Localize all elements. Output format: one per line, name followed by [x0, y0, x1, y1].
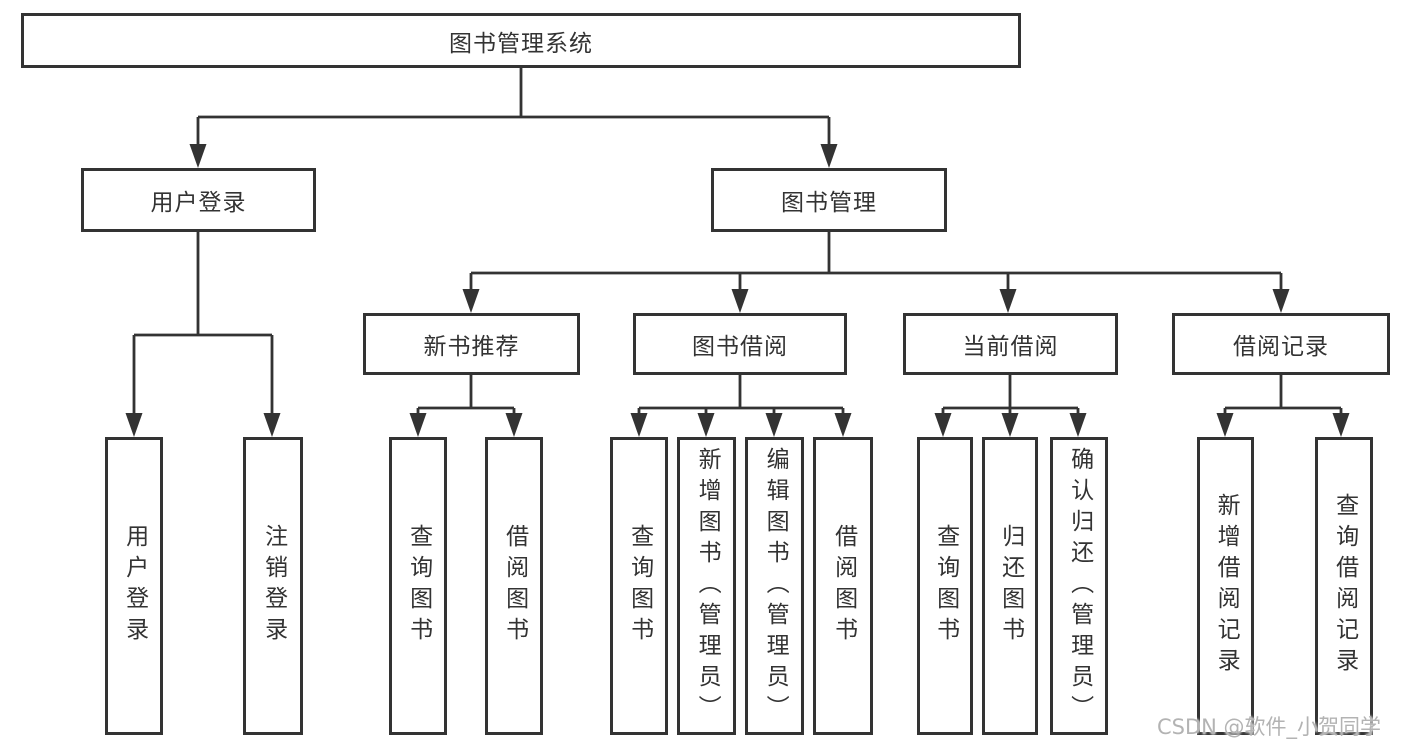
arrowhead	[820, 144, 838, 168]
leaf-return-books: 归还图书	[982, 437, 1038, 735]
node-book-management: 图书管理	[711, 168, 947, 232]
node-label: 当前借阅	[962, 334, 1059, 360]
arrowhead	[1001, 413, 1019, 437]
node-current-borrowing: 当前借阅	[903, 313, 1118, 375]
leaf-edit-books-admin: 编辑图书（管理员）	[745, 437, 804, 735]
connector-new-book-recommendation	[416, 375, 516, 415]
node-label: 借阅图书	[830, 524, 857, 648]
arrowhead	[1332, 413, 1350, 437]
node-user-login: 用户登录	[81, 168, 316, 232]
node-label: 新书推荐	[423, 334, 520, 360]
node-borrowing-records: 借阅记录	[1172, 313, 1390, 375]
node-label: 新增图书（管理员）	[694, 446, 721, 726]
node-label: 查询图书	[932, 524, 959, 648]
node-label: 用户登录	[150, 190, 247, 216]
node-label: 图书管理	[781, 190, 877, 216]
connector-root	[196, 68, 831, 146]
arrowhead	[189, 144, 207, 168]
watermark: CSDN @软件_小贺同学	[1157, 715, 1382, 739]
node-label: 查询图书	[626, 524, 653, 648]
leaf-add-borrowing-record: 新增借阅记录	[1197, 437, 1254, 735]
connector-user-login	[132, 232, 274, 415]
arrowhead	[1272, 289, 1290, 313]
connector-borrowing-records	[1223, 375, 1343, 415]
leaf-query-borrowing-record: 查询借阅记录	[1315, 437, 1373, 735]
node-label: 注销登录	[260, 524, 287, 648]
node-label: 借阅图书	[501, 524, 528, 648]
arrowhead	[1069, 413, 1087, 437]
node-new-book-recommendation: 新书推荐	[363, 313, 580, 375]
connector-book-management	[469, 232, 1283, 291]
leaf-user-login: 用户登录	[105, 437, 163, 735]
node-label: 图书借阅	[692, 334, 788, 360]
node-label: 查询图书	[405, 524, 432, 648]
node-label: 确认归还（管理员）	[1066, 446, 1093, 726]
node-label: 借阅记录	[1233, 334, 1329, 360]
leaf-add-books-admin: 新增图书（管理员）	[677, 437, 736, 735]
node-label: 编辑图书（管理员）	[762, 446, 789, 726]
leaf-query-books-recommend: 查询图书	[389, 437, 447, 735]
arrowhead	[999, 289, 1017, 313]
arrowhead	[125, 413, 143, 437]
arrowhead	[263, 413, 281, 437]
arrowhead	[765, 413, 783, 437]
arrowhead	[697, 413, 715, 437]
node-book-borrowing: 图书借阅	[633, 313, 847, 375]
arrowhead	[834, 413, 852, 437]
arrowhead	[462, 289, 480, 313]
leaf-borrow-books-recommend: 借阅图书	[485, 437, 543, 735]
arrowheads	[125, 144, 1350, 437]
arrowhead	[731, 289, 749, 313]
node-label: 图书管理系统	[449, 30, 593, 57]
node-library-management-system: 图书管理系统	[21, 13, 1021, 68]
node-label: 归还图书	[997, 524, 1024, 648]
leaf-query-books-current: 查询图书	[917, 437, 973, 735]
connector-current-borrowing	[941, 375, 1080, 415]
arrowhead	[934, 413, 952, 437]
leaf-confirm-return-admin: 确认归还（管理员）	[1050, 437, 1108, 735]
arrowhead	[409, 413, 427, 437]
connector-book-borrowing	[637, 375, 845, 415]
arrowhead	[1216, 413, 1234, 437]
leaf-query-books-borrowing: 查询图书	[610, 437, 668, 735]
leaf-logout-login: 注销登录	[243, 437, 303, 735]
node-label: 用户登录	[121, 524, 148, 648]
node-label: 查询借阅记录	[1331, 493, 1358, 679]
arrowhead	[630, 413, 648, 437]
node-label: 新增借阅记录	[1213, 493, 1240, 679]
arrowhead	[505, 413, 523, 437]
leaf-borrow-books-borrowing: 借阅图书	[813, 437, 873, 735]
